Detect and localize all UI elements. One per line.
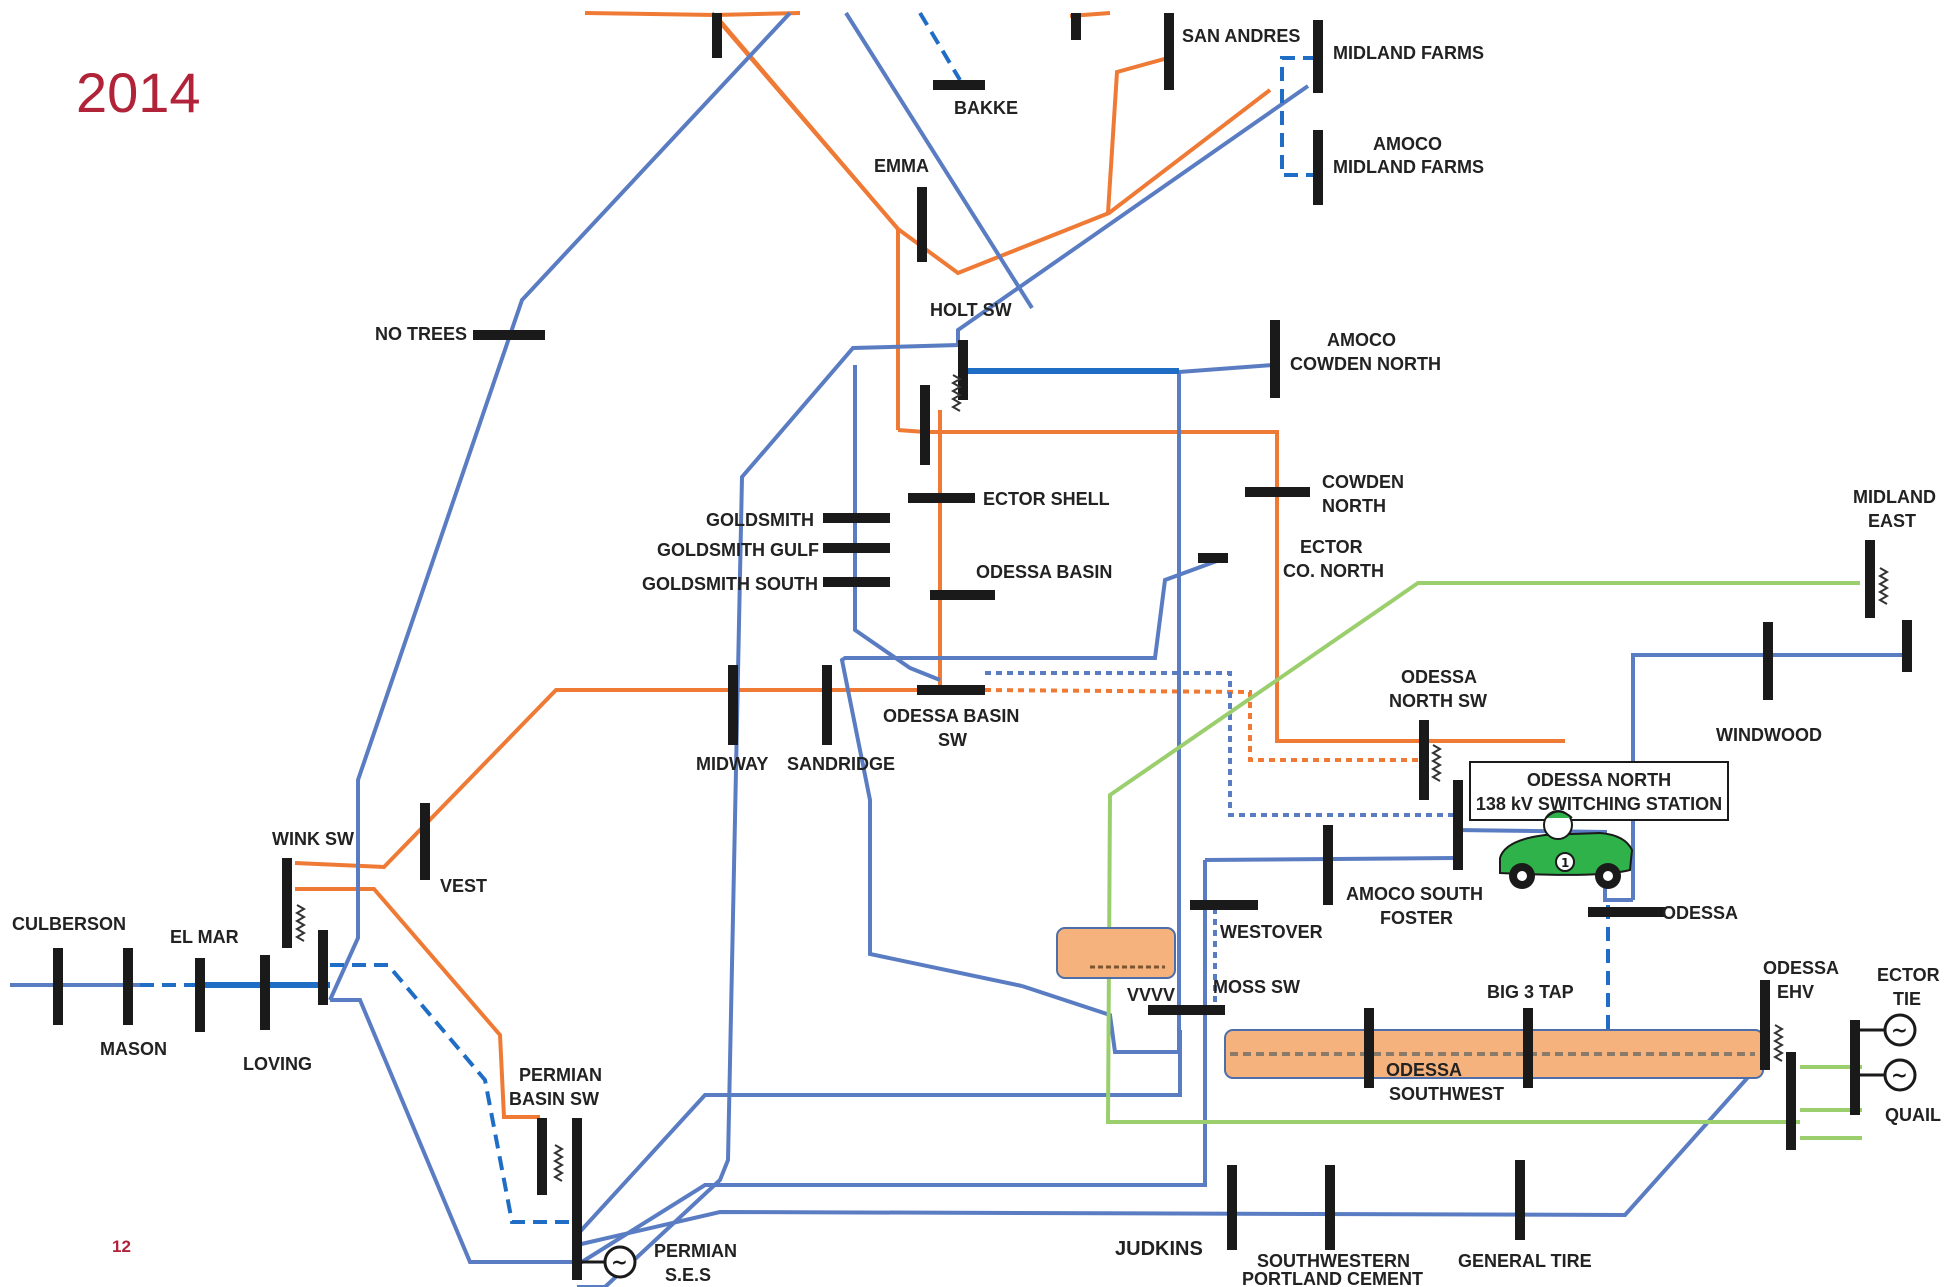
highlight-vvvv xyxy=(1056,927,1176,979)
label-amoco-midland-farms-1: AMOCO xyxy=(1373,134,1442,154)
label-judkins: JUDKINS xyxy=(1115,1238,1203,1260)
label-ector-shell: ECTOR SHELL xyxy=(983,489,1110,509)
label-amoco-cowden-north-2: COWDEN NORTH xyxy=(1290,354,1441,374)
permian-ses-generator-icon xyxy=(603,1245,637,1279)
transformers xyxy=(294,374,1890,1182)
race-car-icon: 1 xyxy=(1499,810,1634,889)
label-odessa-basin: ODESSA BASIN xyxy=(976,562,1112,582)
label-windwood: WINDWOOD xyxy=(1716,725,1822,745)
label-no-trees: NO TREES xyxy=(375,324,467,344)
label-midland-farms: MIDLAND FARMS xyxy=(1333,43,1484,63)
label-goldsmith: GOLDSMITH xyxy=(706,510,814,530)
blue-dashed-line-odessa xyxy=(1606,905,1755,1037)
label-ector-tie-1: ECTOR xyxy=(1877,965,1940,985)
label-ector-tie-2: TIE xyxy=(1893,989,1921,1009)
callout-line-2: 138 kV SWITCHING STATION xyxy=(1476,794,1722,814)
blue-dashed-line-midland-farms xyxy=(1280,56,1317,177)
label-midway: MIDWAY xyxy=(696,754,768,774)
svg-text:~: ~ xyxy=(1891,1063,1908,1087)
ector-tie-generator-icon xyxy=(1883,1013,1917,1047)
label-amoco-south-foster-2: FOSTER xyxy=(1380,908,1453,928)
label-odessa-north-sw-2: NORTH SW xyxy=(1389,691,1487,711)
label-cowden-north-2: NORTH xyxy=(1322,496,1386,516)
label-moss-sw: MOSS SW xyxy=(1213,977,1300,997)
slide-year: 2014 xyxy=(76,61,201,124)
label-ector-co-north-2: CO. NORTH xyxy=(1283,561,1384,581)
generators: ~ ~ ~ xyxy=(577,1013,1917,1279)
label-vvvv: VVVV xyxy=(1127,985,1175,1005)
label-odessa-basin-sw-2: SW xyxy=(938,730,967,750)
label-bakke: BAKKE xyxy=(954,98,1018,118)
blue-dotted-line-basin xyxy=(985,671,1460,817)
label-southwestern-portland-2: PORTLAND CEMENT xyxy=(1242,1269,1423,1287)
label-sandridge: SANDRIDGE xyxy=(787,754,895,774)
page-number: 12 xyxy=(112,1237,131,1256)
label-southwestern-portland-1: SOUTHWESTERN xyxy=(1257,1251,1410,1271)
label-westover: WESTOVER xyxy=(1220,922,1323,942)
svg-text:~: ~ xyxy=(611,1250,628,1274)
label-odessa-ehv-1: ODESSA xyxy=(1763,958,1839,978)
blue-lines xyxy=(10,11,1905,1287)
label-amoco-midland-farms-2: MIDLAND FARMS xyxy=(1333,157,1484,177)
label-mason: MASON xyxy=(100,1039,167,1059)
odessa-north-callout-box xyxy=(1469,761,1729,821)
station-labels: SAN ANDRES MIDLAND FARMS AMOCO MIDLAND F… xyxy=(12,26,1941,1287)
label-emma: EMMA xyxy=(874,156,929,176)
svg-text:~: ~ xyxy=(1891,1018,1908,1042)
label-permian-basin-sw-1: PERMIAN xyxy=(519,1065,602,1085)
label-el-mar: EL MAR xyxy=(170,927,239,947)
blue-dashed-line-bakke xyxy=(918,11,962,82)
orange-dotted-line xyxy=(984,688,1420,762)
label-midland-east-1: MIDLAND xyxy=(1853,487,1936,507)
label-permian-ses-1: PERMIAN xyxy=(654,1241,737,1261)
label-amoco-south-foster-1: AMOCO SOUTH xyxy=(1346,884,1483,904)
label-cowden-north-1: COWDEN xyxy=(1322,472,1404,492)
label-general-tire: GENERAL TIRE xyxy=(1458,1251,1592,1271)
label-wink-sw: WINK SW xyxy=(272,829,354,849)
label-permian-basin-sw-2: BASIN SW xyxy=(509,1089,599,1109)
label-vest: VEST xyxy=(440,876,487,896)
label-odessa-southwest-1: ODESSA xyxy=(1386,1060,1462,1080)
label-san-andres: SAN ANDRES xyxy=(1182,26,1300,46)
label-culberson: CULBERSON xyxy=(12,914,126,934)
label-goldsmith-gulf: GOLDSMITH GULF xyxy=(657,540,819,560)
label-amoco-cowden-north-1: AMOCO xyxy=(1327,330,1396,350)
callout-line-1: ODESSA NORTH xyxy=(1527,770,1671,790)
label-permian-ses-2: S.E.S xyxy=(665,1265,711,1285)
label-big3-tap: BIG 3 TAP xyxy=(1487,982,1574,1002)
label-odessa-southwest-2: SOUTHWEST xyxy=(1389,1084,1504,1104)
label-quail: QUAIL xyxy=(1885,1105,1941,1125)
label-loving: LOVING xyxy=(243,1054,312,1074)
label-holt-sw: HOLT SW xyxy=(930,300,1012,320)
label-odessa-ehv-2: EHV xyxy=(1777,982,1814,1002)
label-ector-co-north-1: ECTOR xyxy=(1300,537,1363,557)
buses xyxy=(53,13,1912,1280)
label-odessa-north-sw-1: ODESSA xyxy=(1401,667,1477,687)
quail-generator-icon xyxy=(1883,1058,1917,1092)
race-car-number: 1 xyxy=(1561,856,1569,870)
label-midland-east-2: EAST xyxy=(1868,511,1916,531)
label-odessa-basin-sw-1: ODESSA BASIN xyxy=(883,706,1019,726)
label-odessa: ODESSA xyxy=(1662,903,1738,923)
label-goldsmith-south: GOLDSMITH SOUTH xyxy=(642,574,818,594)
blue-dashed-line-permian xyxy=(330,963,577,1224)
